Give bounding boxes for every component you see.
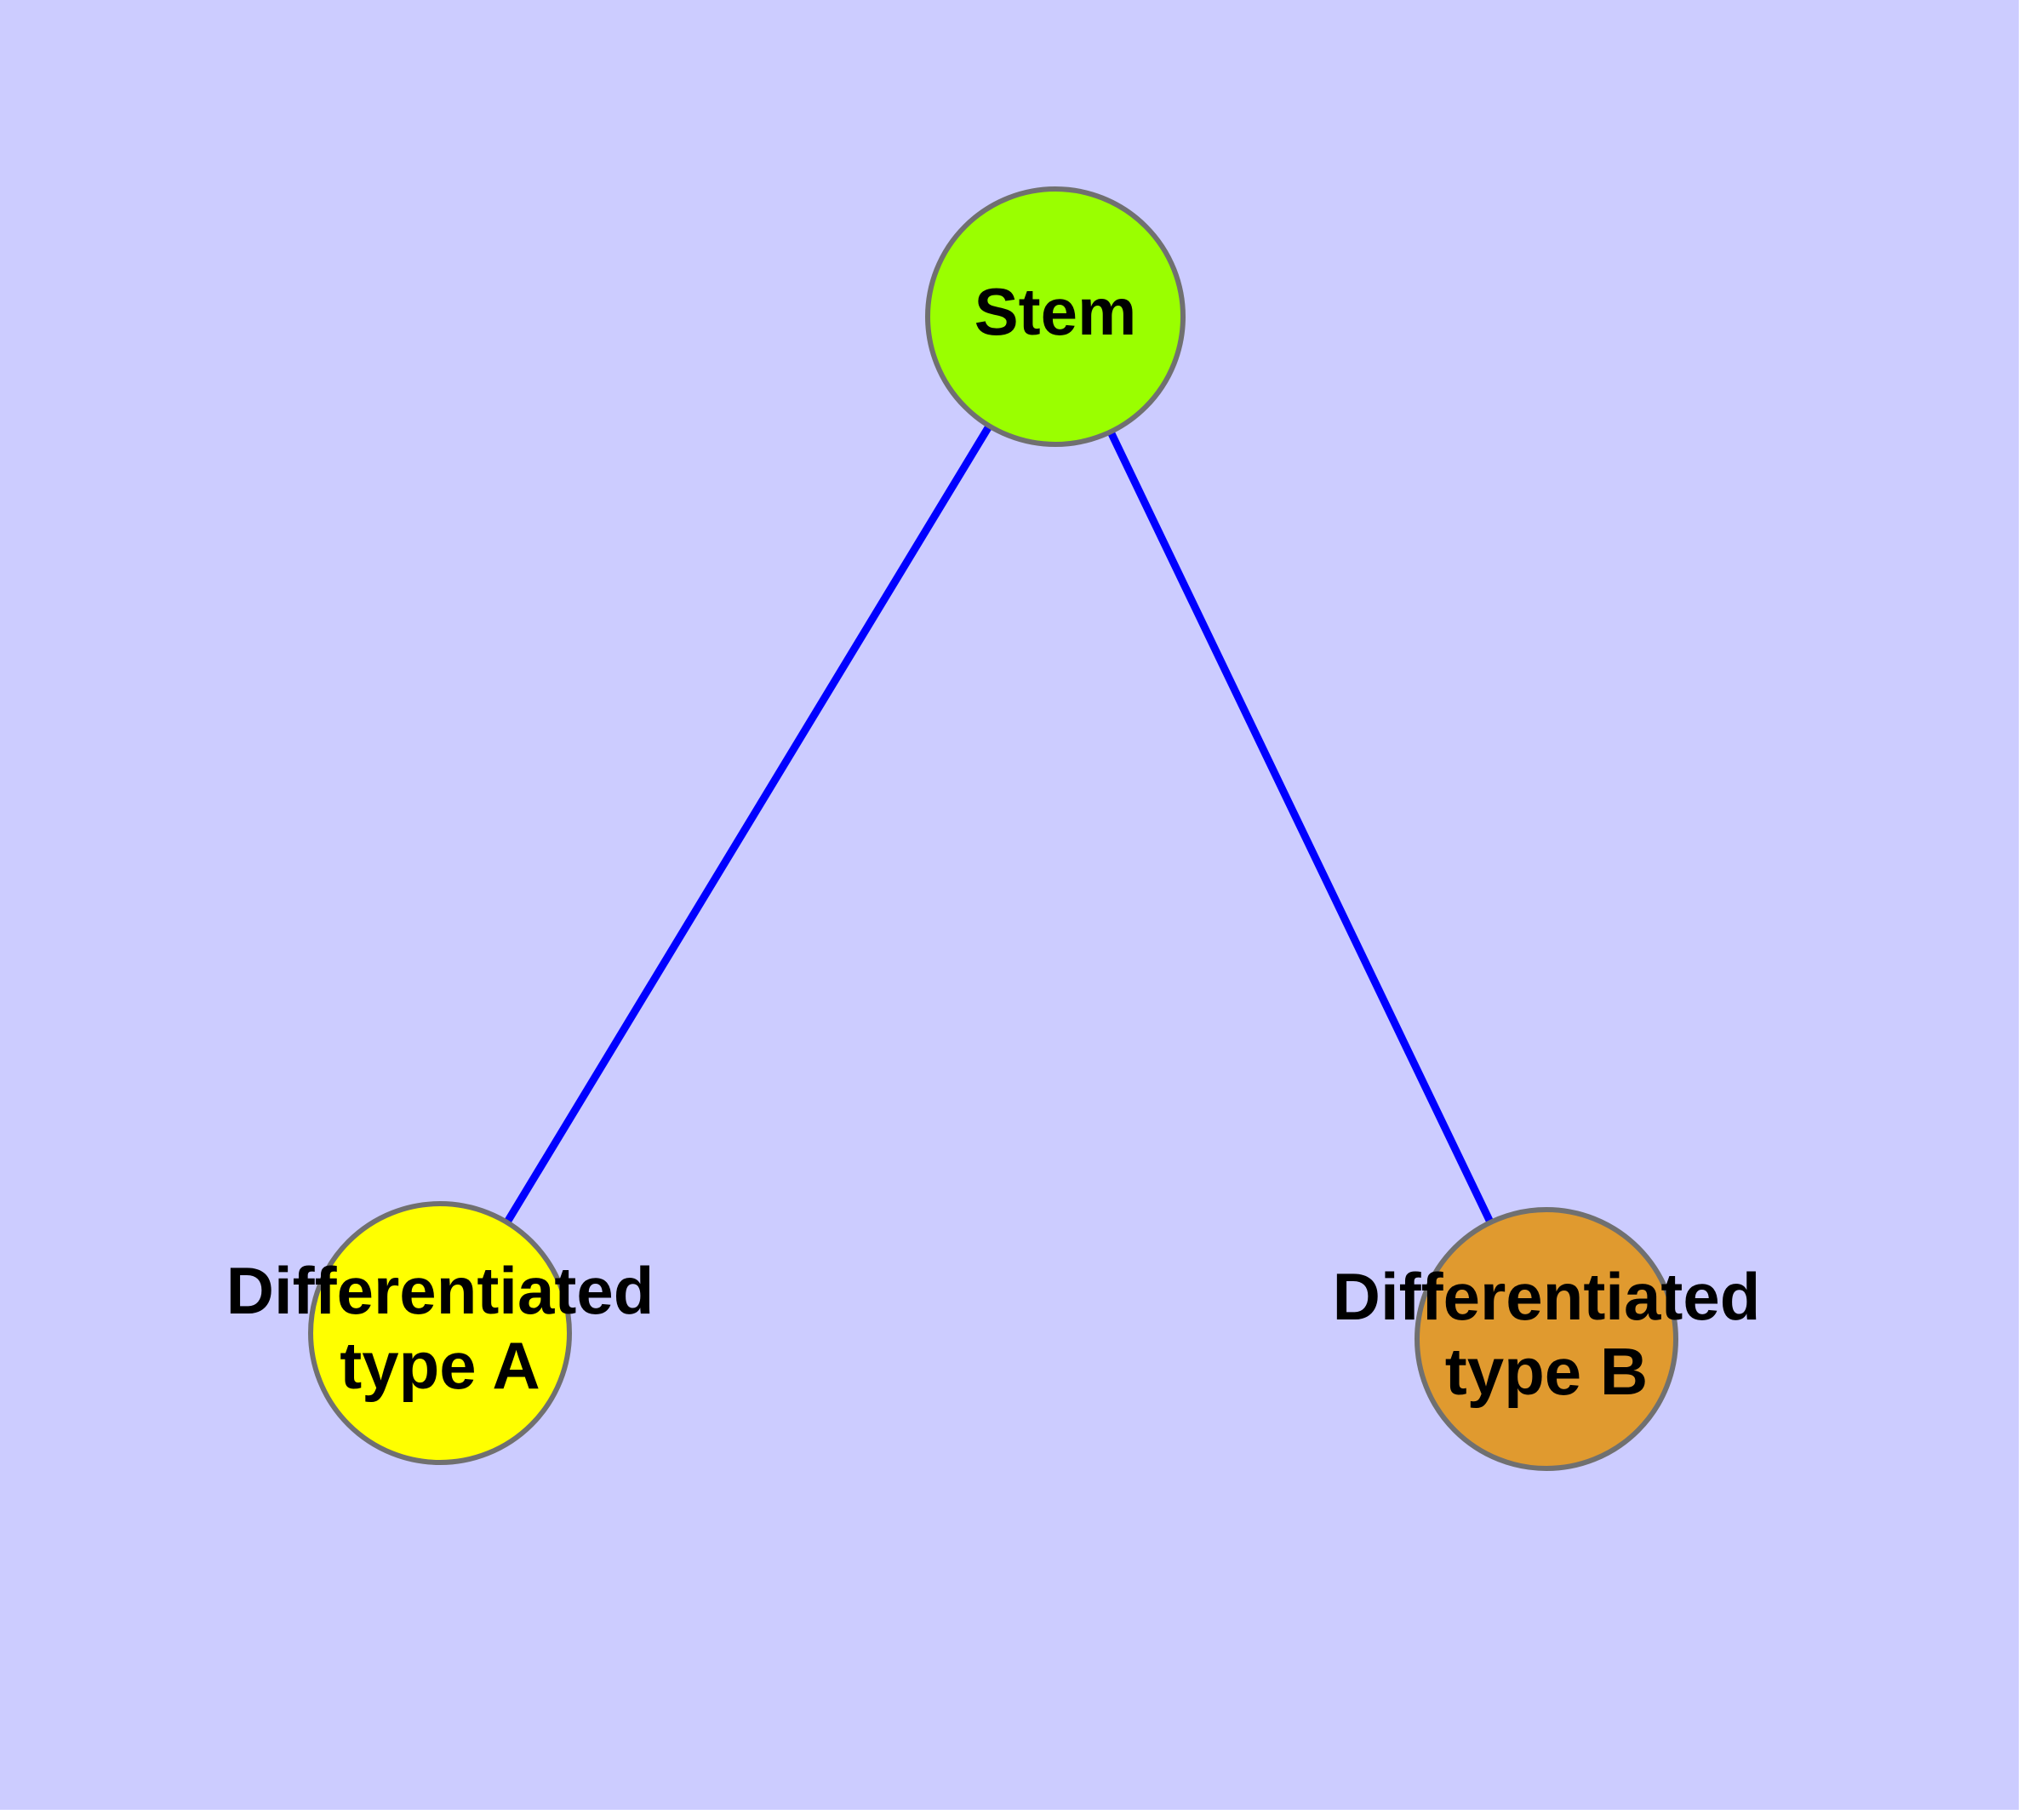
node-differentiated-type-b-circle[interactable] <box>1415 1207 1678 1471</box>
edge-stem-to-differentiated-type-b[interactable] <box>1051 315 1551 1341</box>
node-stem-label: Stem <box>974 274 1137 349</box>
node-stem-circle[interactable] <box>925 186 1186 447</box>
edge-stem-to-differentiated-type-a[interactable] <box>437 314 1059 1336</box>
node-stem[interactable]: Stem <box>925 186 1186 447</box>
node-differentiated-type-a-circle[interactable] <box>308 1201 572 1465</box>
edges-layer <box>437 314 1551 1341</box>
